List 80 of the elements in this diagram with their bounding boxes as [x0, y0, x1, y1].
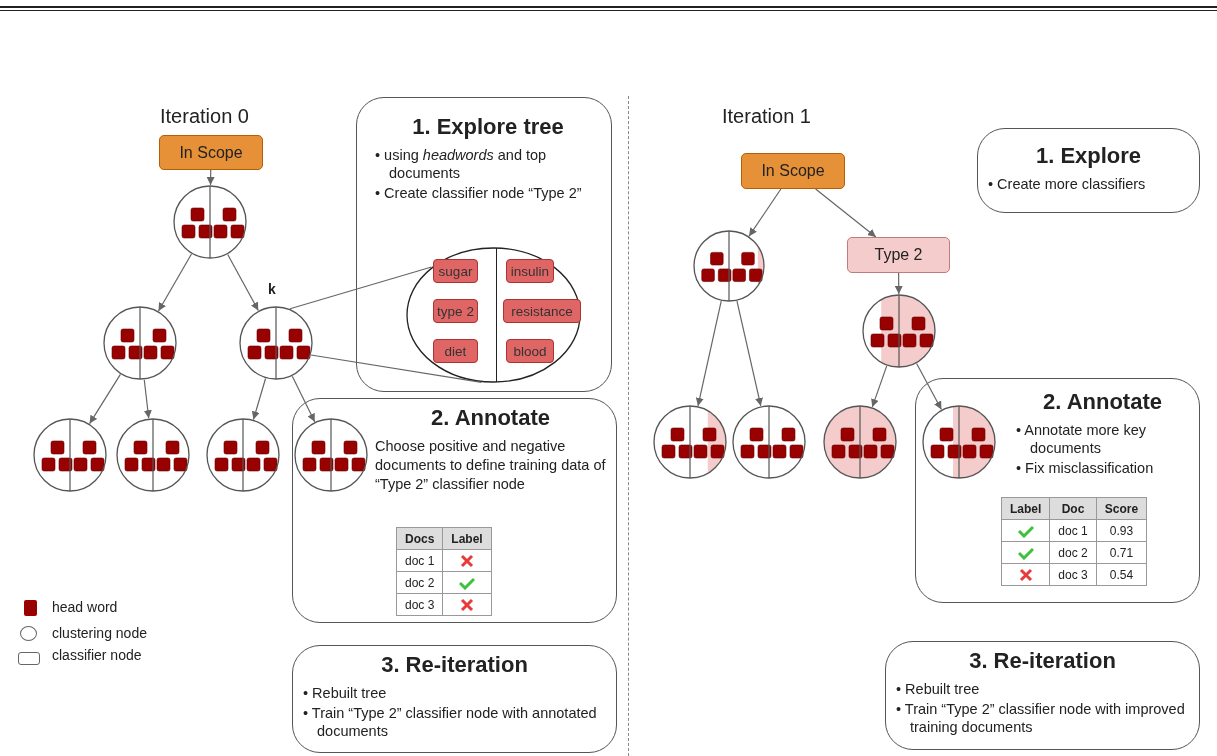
- arrow: [748, 188, 782, 237]
- arrow: [291, 375, 316, 423]
- bullet-item: • Rebuilt tree: [303, 684, 388, 702]
- bullet-item: • Create classifier node “Type 2”: [375, 184, 583, 202]
- legend-label: classifier node: [52, 647, 142, 663]
- table-cell: doc 1: [1049, 519, 1097, 542]
- clustering-node-drawing: [862, 294, 936, 368]
- zoom-line: [289, 266, 433, 310]
- scope-node-box: In Scope: [741, 153, 845, 189]
- table-header: Doc: [1049, 497, 1097, 520]
- legend-label: head word: [52, 599, 118, 615]
- clustering-node-drawing: [116, 418, 190, 492]
- arrow: [736, 300, 763, 407]
- clustering-node-drawing: [294, 418, 368, 492]
- arrow: [143, 379, 152, 419]
- table-header: Score: [1096, 497, 1147, 520]
- arrow: [871, 365, 888, 408]
- bullet-item: • using headwords and top documents: [375, 146, 548, 182]
- step-box: [356, 97, 612, 392]
- clustering-node-drawing: [823, 405, 897, 479]
- head-word-tag: blood: [506, 339, 554, 363]
- arrow: [894, 272, 903, 295]
- step-title: 2. Annotate: [1042, 389, 1163, 415]
- clustering-node-drawing: [732, 405, 806, 479]
- table-cell: doc 2: [396, 571, 443, 594]
- arrow: [89, 373, 121, 425]
- bullet-item: • Annotate more key documents: [1016, 421, 1147, 457]
- table-cell: 0.93: [1096, 519, 1147, 542]
- step-description: Choose positive and negative documents to define training data of “Type 2” classifier node: [375, 437, 606, 494]
- bullet-item: • Train “Type 2” classifier node with improved training documents: [896, 700, 1186, 736]
- clustering-node-drawing: [239, 306, 313, 380]
- zoom-line: [310, 354, 483, 383]
- arrow: [206, 169, 215, 186]
- head-word-tag: type 2: [433, 299, 478, 323]
- node-caption: k: [268, 281, 276, 297]
- table-cell: doc 3: [396, 593, 443, 616]
- arrow: [157, 253, 193, 312]
- arrow: [916, 362, 942, 411]
- table-header: Docs: [396, 527, 443, 550]
- step-box: [977, 128, 1200, 213]
- iteration-label: Iteration 0: [160, 105, 249, 128]
- arrow: [251, 377, 267, 421]
- head-word-tag: insulin: [506, 259, 554, 283]
- clustering-node-drawing: [206, 418, 280, 492]
- iteration-label: Iteration 1: [722, 105, 811, 128]
- head-word-tag: diet: [433, 339, 478, 363]
- bullet-item: • Fix misclassification: [1016, 459, 1155, 477]
- table-cell: doc 2: [1049, 541, 1097, 564]
- bullet-item: • Rebuilt tree: [896, 680, 981, 698]
- clustering-node-drawing: [693, 230, 765, 302]
- head-word-tag: resistance: [503, 299, 581, 323]
- arrow: [695, 300, 722, 407]
- step-box: [292, 398, 617, 623]
- table-header: Label: [1001, 497, 1050, 520]
- table-cell: doc 3: [1049, 563, 1097, 586]
- step-box: [885, 641, 1200, 750]
- clustering-node-drawing: [103, 306, 177, 380]
- clustering-node-drawing: [173, 185, 247, 259]
- classifier-node-box: Type 2: [847, 237, 950, 273]
- step-box: [915, 378, 1200, 603]
- step-title: 2. Annotate: [430, 405, 551, 431]
- bullet-item: • Train “Type 2” classifier node with annotated documents: [303, 704, 598, 740]
- clustering-node-drawing: [653, 405, 727, 479]
- table-header: Label: [442, 527, 492, 550]
- bullet-item: • Create more classifiers: [988, 175, 1147, 193]
- table-cell: 0.71: [1096, 541, 1147, 564]
- clustering-node-drawing: [922, 405, 996, 479]
- legend-label: clustering node: [52, 625, 147, 641]
- arrow: [815, 188, 877, 238]
- head-word-tag: sugar: [433, 259, 478, 283]
- scope-node-box: In Scope: [159, 135, 263, 170]
- step-box: [292, 645, 617, 753]
- step-title: 1. Explore: [1034, 143, 1143, 169]
- step-title: 1. Explore tree: [411, 114, 565, 140]
- step-title: 3. Re-iteration: [380, 652, 529, 678]
- step-title: 3. Re-iteration: [968, 648, 1117, 674]
- table-cell: doc 1: [396, 549, 443, 572]
- table-cell: 0.54: [1096, 563, 1147, 586]
- arrow: [227, 253, 259, 312]
- clustering-node-drawing: [33, 418, 107, 492]
